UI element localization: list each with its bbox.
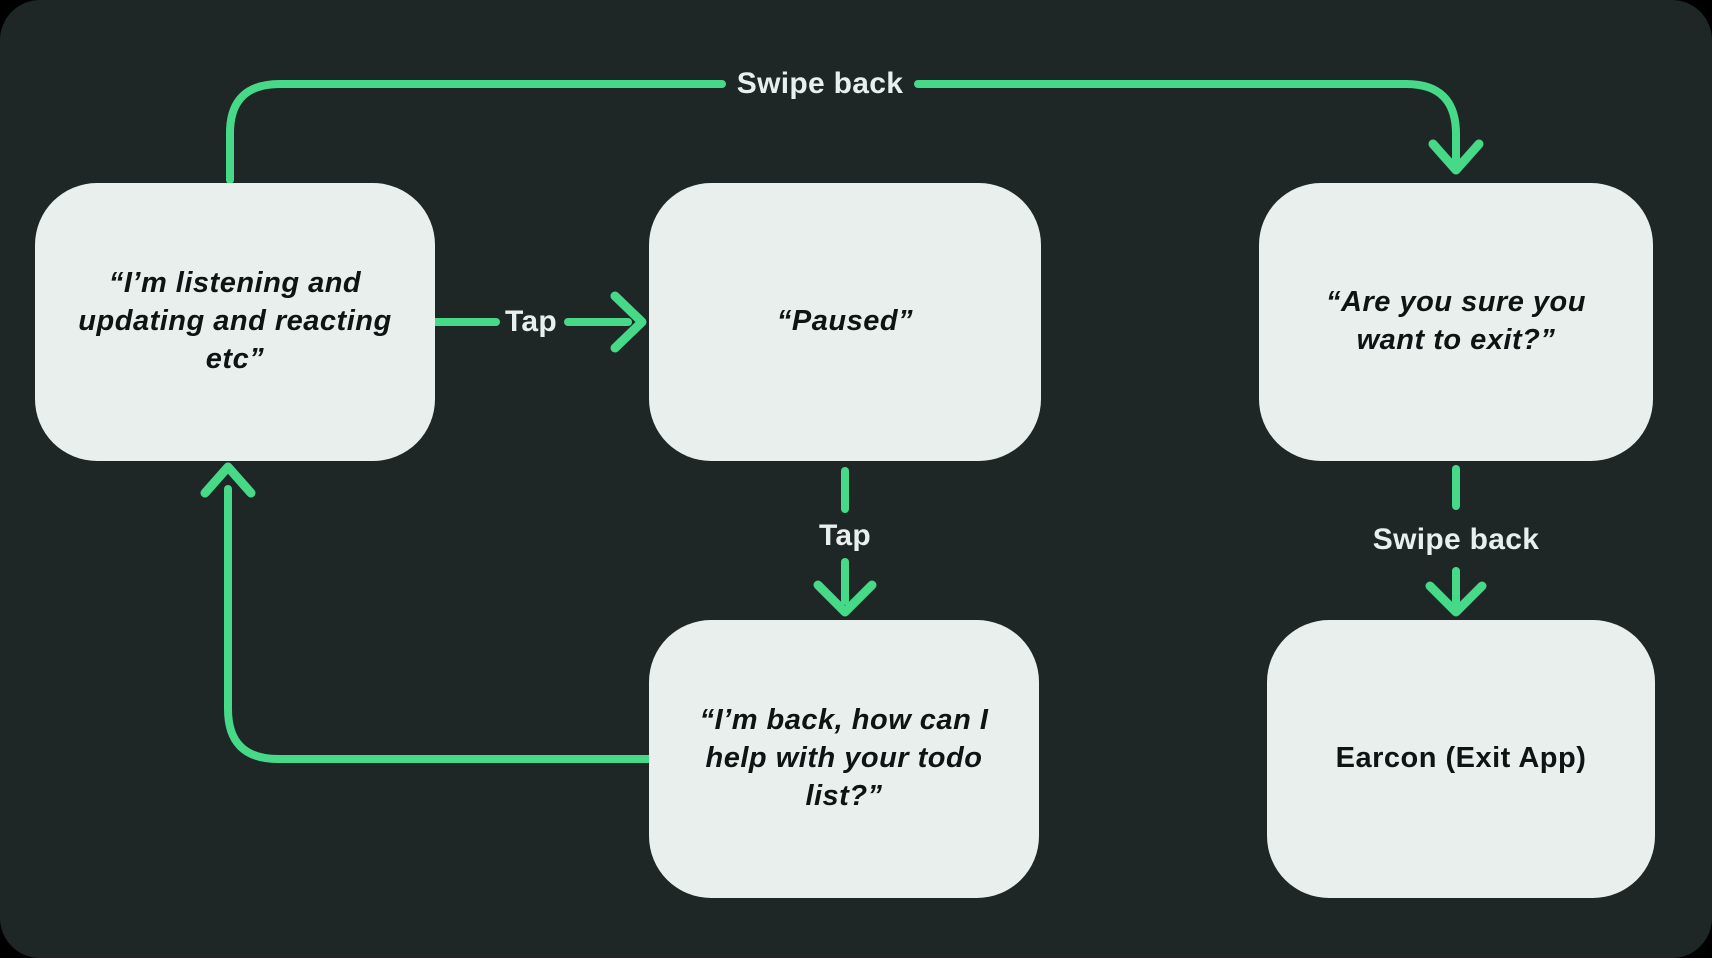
node-back-help-state-text: “I’m back, how can I help with your todo… xyxy=(699,704,989,812)
arrow-swipe-back-top-left-segment xyxy=(226,80,726,184)
edge-label-swipe-back-vertical: Swipe back xyxy=(1372,523,1540,556)
node-back-help-state: “I’m back, how can I help with your todo… xyxy=(649,620,1039,898)
arrow-swipe-back-top-right-segment xyxy=(914,80,1460,164)
node-exit-confirm-state-text: “Are you sure you want to exit?” xyxy=(1326,286,1586,356)
arrow-loop-back-arrowhead-icon xyxy=(200,462,256,498)
arrow-swipe-back-top-arrowhead-icon xyxy=(1428,139,1484,175)
node-earcon-exit-app-text: Earcon (Exit App) xyxy=(1335,742,1587,775)
arrow-swipe-back-down-arrowhead-icon xyxy=(1425,581,1487,617)
node-exit-confirm-state: “Are you sure you want to exit?” xyxy=(1259,183,1653,461)
edge-label-tap-horizontal: Tap xyxy=(504,305,558,338)
node-listening-state-text: “I’m listening and updating and reacting… xyxy=(78,267,392,375)
edge-label-tap-vertical: Tap xyxy=(818,519,872,552)
node-paused-state-text: “Paused” xyxy=(776,305,914,338)
node-listening-state: “I’m listening and updating and reacting… xyxy=(35,183,435,461)
arrow-loop-back-segment xyxy=(224,485,653,763)
arrow-tap-right-arrowhead-icon xyxy=(610,291,647,353)
edge-label-swipe-back-top: Swipe back xyxy=(736,67,904,100)
arrow-tap-down-arrowhead-icon xyxy=(813,580,877,617)
node-earcon-exit-app: Earcon (Exit App) xyxy=(1267,620,1655,898)
node-paused-state: “Paused” xyxy=(649,183,1041,461)
